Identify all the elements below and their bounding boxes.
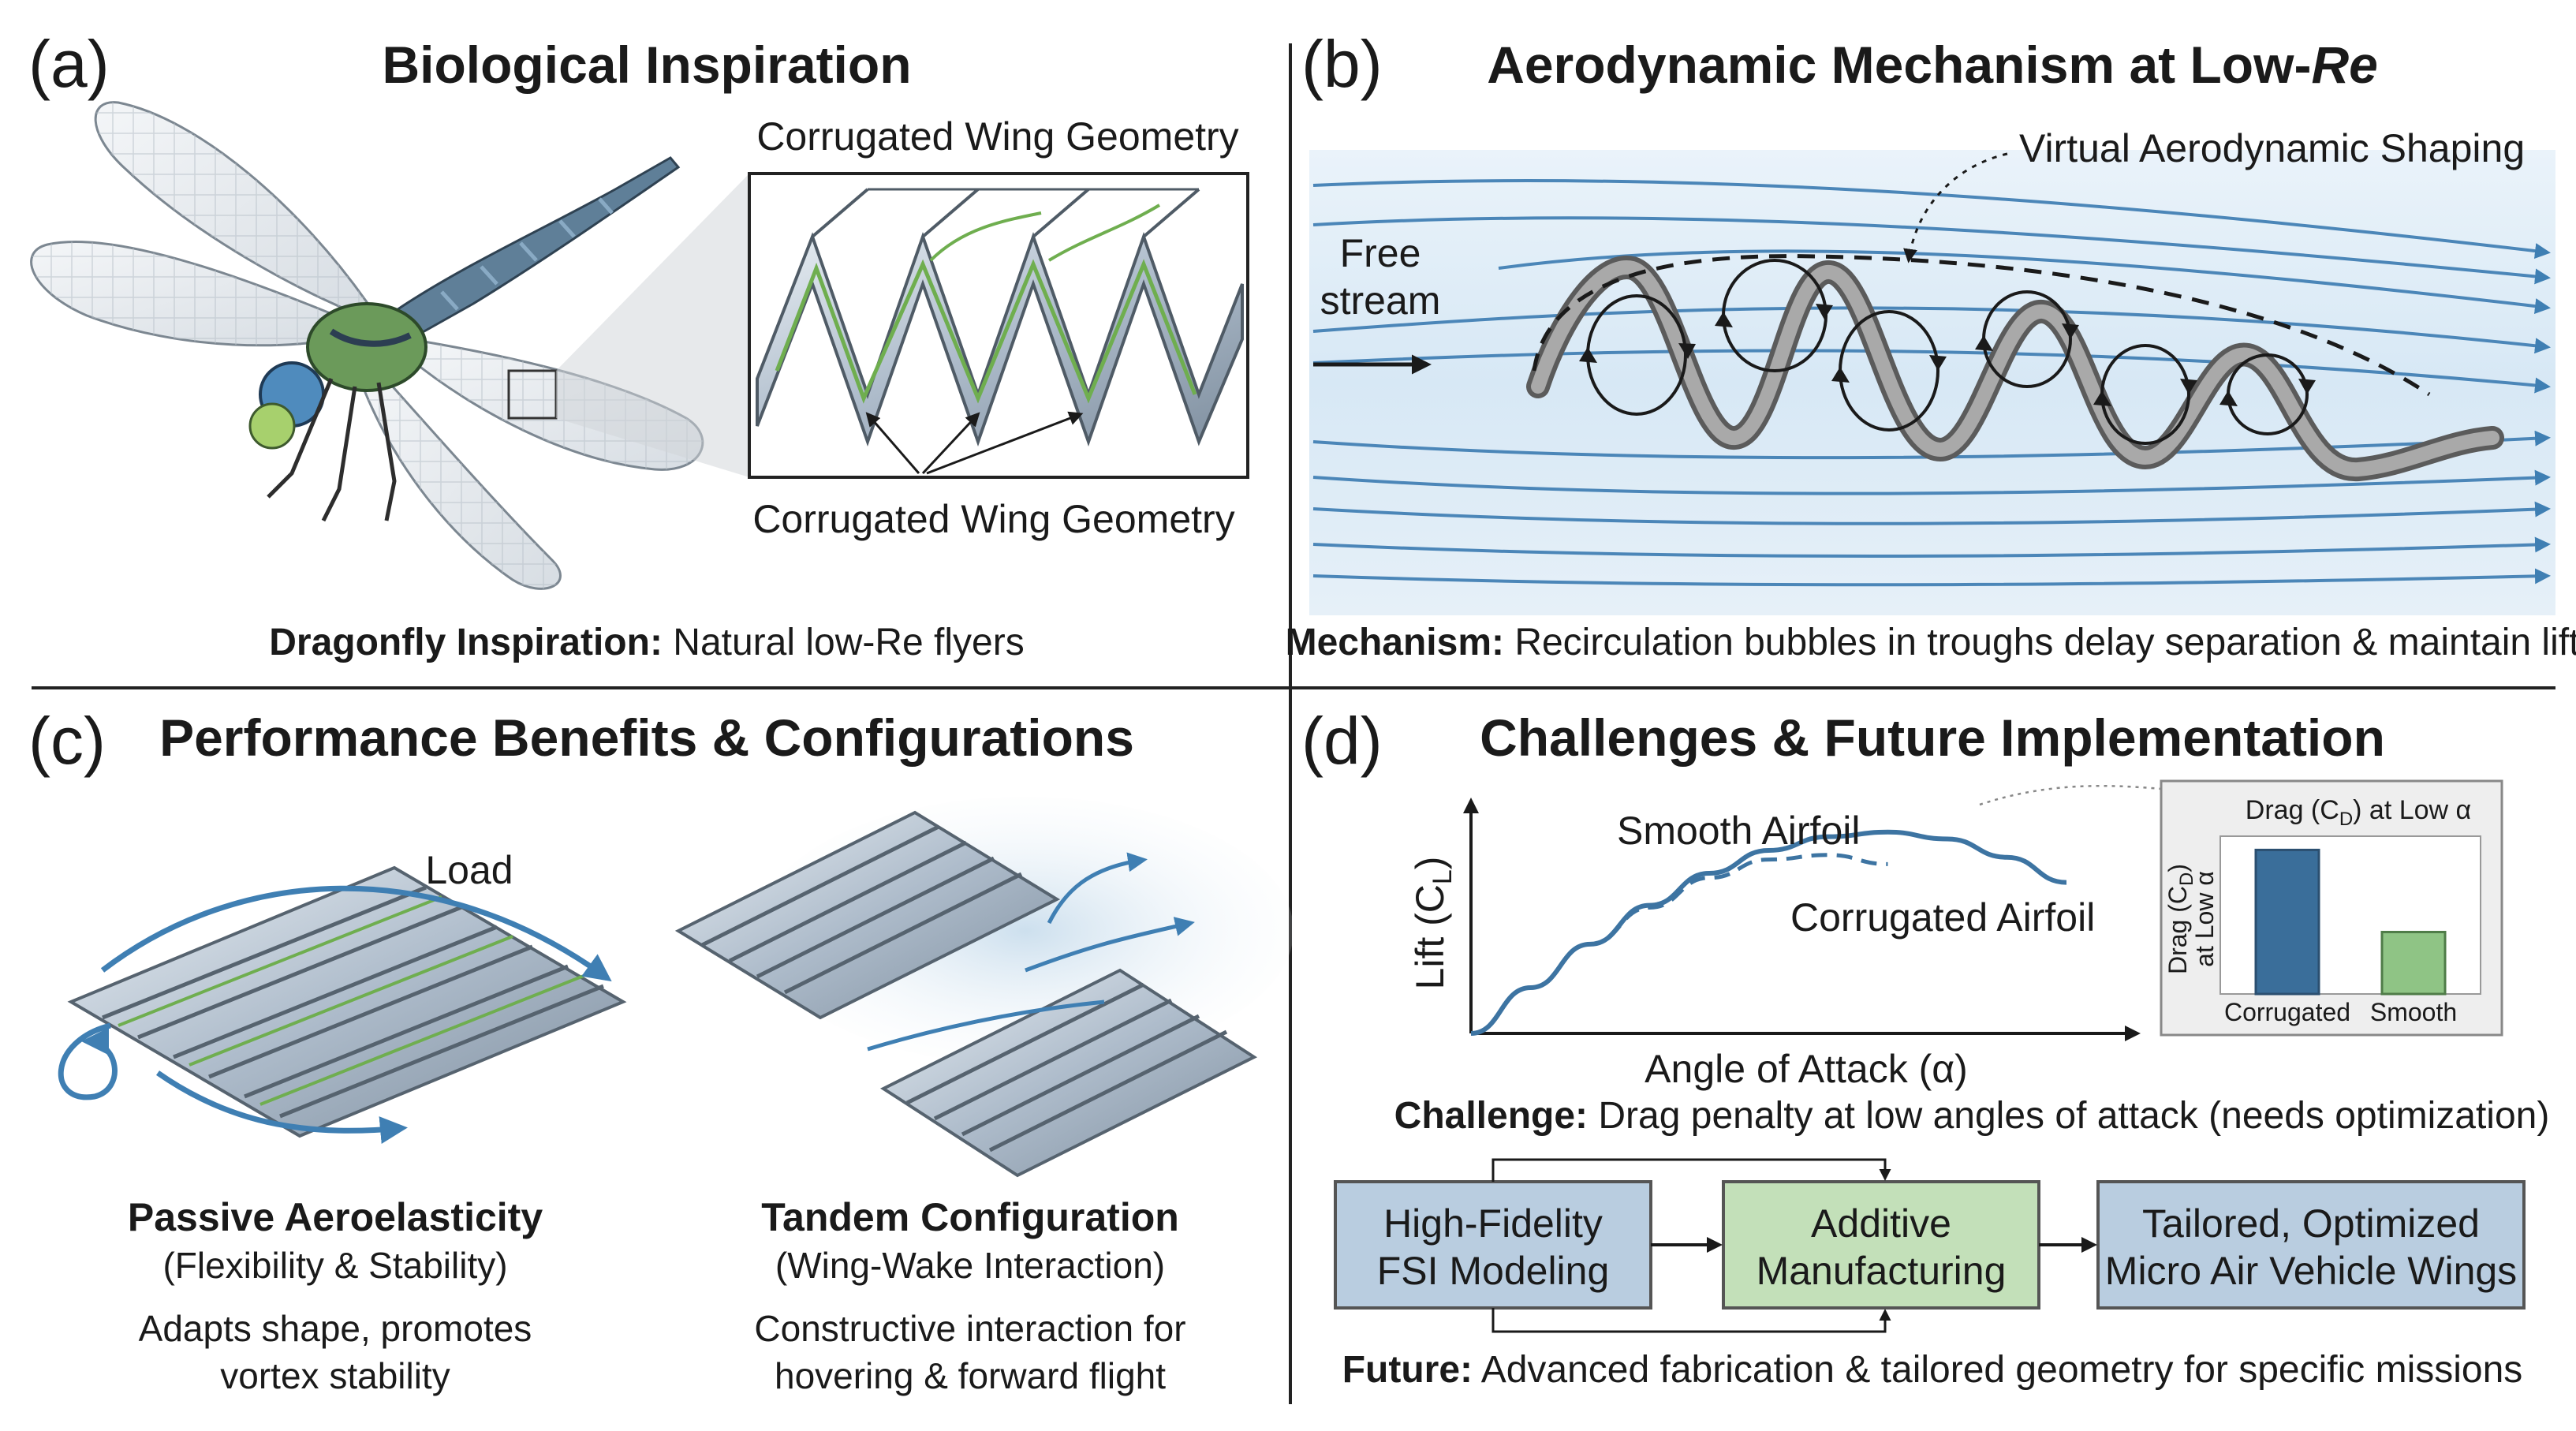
flow-box-2-line-2: Manufacturing: [1757, 1249, 2007, 1293]
free-stream-label-1: Free: [1340, 231, 1421, 275]
drag-inset-chart: Drag (CD) at Low α Drag (CD) at Low α Co…: [2160, 779, 2503, 1037]
panel-a: (a) Biological Inspiration: [28, 27, 1249, 663]
flow-box-1-line-1: High-Fidelity: [1383, 1201, 1603, 1246]
tandem-configuration-sub: (Wing-Wake Interaction): [775, 1245, 1165, 1286]
load-label: Load: [425, 848, 513, 892]
free-stream-label-2: stream: [1320, 278, 1441, 323]
feedback-loop-bottom: [1491, 1308, 1891, 1333]
panel-c-title: Performance Benefits & Configurations: [159, 708, 1134, 767]
series-line-smooth-airfoil: [1470, 829, 2067, 1036]
future-text: Future: Advanced fabrication & tailored …: [1342, 1349, 2523, 1391]
lift-chart-ylabel: Lift (CL): [1408, 857, 1458, 990]
tandem-wings: [674, 797, 1294, 1178]
tandem-configuration-heading: Tandem Configuration: [761, 1195, 1179, 1239]
panel-b: (b) Aerodynamic Mechanism at Low-Re Free…: [1286, 27, 2576, 663]
streamlines: [1312, 178, 2551, 587]
passive-aeroelasticity-heading: Passive Aeroelasticity: [128, 1195, 543, 1239]
flow-box-2-line-1: Additive: [1811, 1201, 1951, 1246]
load-arrow: [100, 885, 612, 982]
lift-chart-xlabel: Angle of Attack (α): [1645, 1047, 1968, 1091]
panel-b-caption: Mechanism: Recirculation bubbles in trou…: [1286, 622, 2576, 663]
tandem-configuration-desc-1: Constructive interaction for: [754, 1308, 1185, 1349]
drag-inset-ylabel-2: at Low α: [2190, 871, 2219, 967]
inset-caption: Corrugated Wing Geometry: [752, 497, 1234, 541]
lift-chart: Smooth Airfoil Corrugated Airfoil Angle …: [1408, 784, 2162, 1091]
bar-corrugated: [2254, 848, 2320, 996]
panel-a-title: Biological Inspiration: [382, 35, 911, 94]
implementation-flow: High-Fidelity FSI Modeling Additive Manu…: [1334, 1158, 2526, 1333]
panel-c-tag: (c): [28, 704, 106, 778]
panel-d-title: Challenges & Future Implementation: [1480, 708, 2385, 767]
virtual-shaping-label: Virtual Aerodynamic Shaping: [2019, 126, 2525, 170]
dragonfly-abdomen: [393, 156, 681, 342]
tandem-configuration-desc-2: hovering & forward flight: [775, 1355, 1166, 1396]
flow-box-3-line-1: Tailored, Optimized: [2142, 1201, 2480, 1246]
bar-label-corrugated: Corrugated: [2224, 998, 2350, 1026]
drag-inset-title: Drag (CD) at Low α: [2246, 795, 2471, 830]
bar-label-smooth: Smooth: [2370, 998, 2457, 1026]
passive-aeroelasticity-sub: (Flexibility & Stability): [162, 1245, 507, 1286]
corrugated-wing-inset: [748, 172, 1249, 479]
bubble-arrowheads: [1579, 304, 2316, 406]
series-line-corrugated-airfoil: [1470, 853, 1888, 1036]
virtual-shaping-line: [1532, 254, 2431, 397]
bar-smooth: [2380, 930, 2447, 996]
dragonfly-illustration: [30, 101, 749, 590]
passive-aeroelasticity-desc-2: vortex stability: [220, 1355, 450, 1396]
panel-b-tag: (b): [1301, 27, 1383, 101]
flow-box-additive-manufacturing: [1722, 1180, 2040, 1310]
panel-c: (c) Performance Benefits & Configuration…: [28, 704, 1294, 1396]
panel-a-caption: Dragonfly Inspiration: Natural low-Re fl…: [269, 622, 1024, 663]
panel-d: (d) Challenges & Future Implementation S…: [1301, 704, 2549, 1391]
feedback-loop-top: [1491, 1158, 1891, 1182]
inset-title: Corrugated Wing Geometry: [756, 114, 1238, 159]
panel-d-tag: (d): [1301, 704, 1383, 778]
panel-a-tag: (a): [28, 27, 110, 101]
challenge-text: Challenge: Drag penalty at low angles of…: [1394, 1095, 2550, 1137]
series-label-corrugated-airfoil: Corrugated Airfoil: [1790, 895, 2095, 940]
panel-b-title: Aerodynamic Mechanism at Low-Re: [1487, 35, 2378, 94]
passive-aeroelastic-wing: [58, 865, 627, 1144]
dragonfly-thorax: [306, 302, 427, 392]
series-label-smooth-airfoil: Smooth Airfoil: [1617, 809, 1860, 853]
flow-box-tailored-wings: [2096, 1180, 2526, 1310]
flow-box-3-line-2: Micro Air Vehicle Wings: [2105, 1249, 2517, 1293]
drag-inset-ylabel-1: Drag (CD): [2163, 864, 2197, 974]
flow-box-1-line-2: FSI Modeling: [1377, 1249, 1610, 1293]
passive-aeroelasticity-desc-1: Adapts shape, promotes: [139, 1308, 532, 1349]
